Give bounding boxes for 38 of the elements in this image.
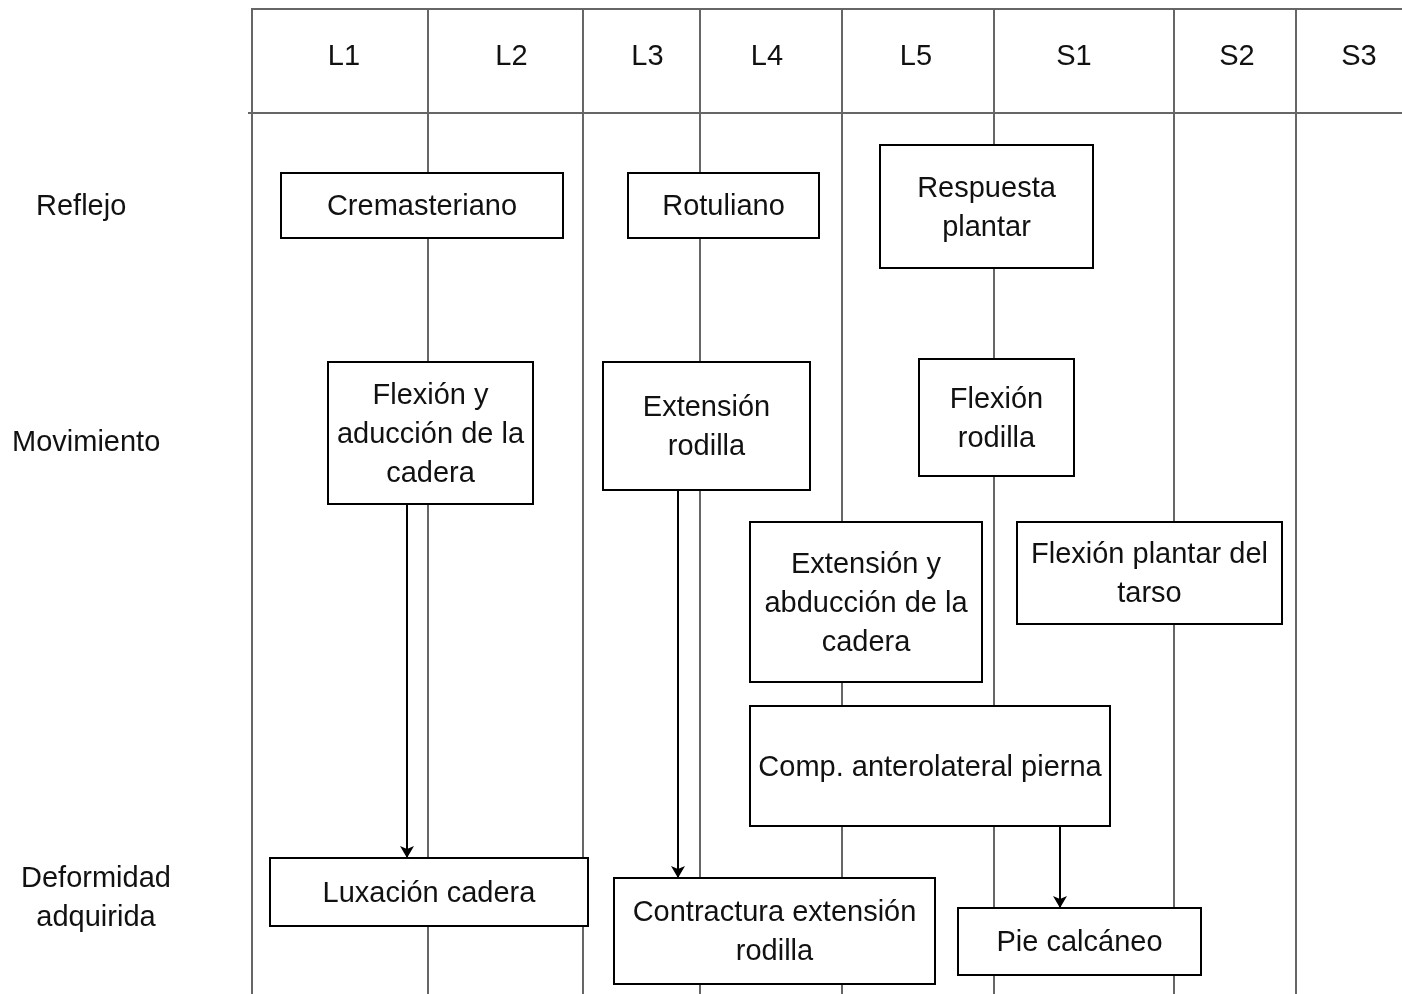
arrow: [400, 504, 414, 858]
arrow: [1053, 826, 1067, 908]
column-header: S2: [1219, 38, 1255, 73]
process-box: [269, 857, 589, 927]
process-box: [627, 172, 820, 239]
column-header: L4: [750, 38, 784, 73]
column-header: L1: [327, 38, 361, 73]
process-box: [613, 877, 936, 985]
box-text: Flexión y aducción de la cadera: [336, 376, 525, 490]
process-box: [749, 705, 1111, 827]
row-label: Movimiento: [12, 424, 161, 459]
column-header: L2: [495, 38, 528, 73]
row-label: Reflejo: [36, 188, 127, 223]
box-text: Flexión rodilla: [948, 380, 1045, 455]
column-header: L5: [899, 38, 933, 73]
process-box: [1016, 521, 1283, 625]
row-label: Deformidad adquirida: [20, 860, 172, 934]
process-box: [280, 172, 564, 239]
box-text: Cremasteriano: [326, 188, 518, 223]
box-text: Contractura extensión rodilla: [631, 894, 918, 968]
column-header: L3: [631, 38, 664, 73]
box-text: Rotuliano: [662, 188, 785, 223]
column-header: S3: [1341, 38, 1377, 73]
arrow: [671, 490, 685, 878]
process-box: [918, 358, 1075, 477]
process-box: [749, 521, 983, 683]
box-text: Comp. anterolateral pierna: [758, 748, 1102, 784]
column-header: S1: [1056, 38, 1092, 73]
process-box: [602, 361, 811, 491]
process-box: [879, 144, 1094, 269]
box-text: Luxación cadera: [322, 874, 536, 910]
box-text: Extensión y abducción de la cadera: [763, 545, 969, 659]
process-box: [957, 907, 1202, 976]
box-text: Respuesta plantar: [916, 169, 1057, 244]
box-text: Flexión plantar del tarso: [1030, 536, 1269, 610]
box-text: Extensión rodilla: [641, 389, 772, 463]
process-box: [327, 361, 534, 505]
box-text: Pie calcáneo: [996, 924, 1163, 959]
